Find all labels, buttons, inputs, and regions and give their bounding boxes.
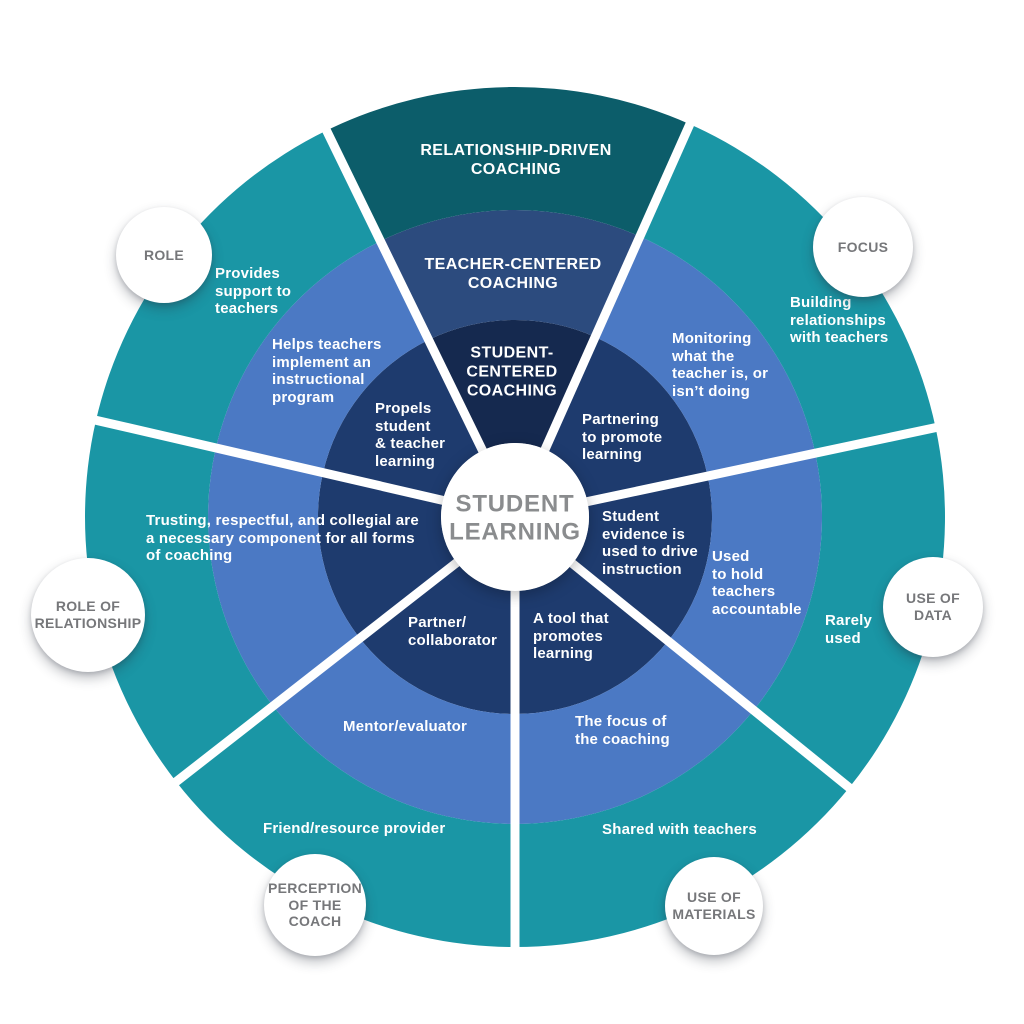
sector-divider: [92, 415, 454, 507]
wheel-sector-use-of-data-outer: [753, 427, 946, 788]
sector-divider: [171, 552, 468, 788]
sector-text-use-of-materials-inner: A tool that promotes learning: [533, 610, 609, 663]
center-label-student-learning: STUDENT LEARNING: [449, 490, 581, 545]
sector-text-focus-inner: Partnering to promote learning: [582, 411, 663, 464]
sector-text-use-of-materials-outer: Shared with teachers: [602, 821, 757, 838]
sector-text-role-outer: Provides support to teachers: [215, 265, 292, 318]
sector-divider: [561, 553, 855, 793]
category-badge-perception-of-the-coach: PERCEPTION OF THE COACH: [264, 854, 366, 956]
wheel-sector-perception-of-the-coach-outer: [176, 706, 515, 947]
category-badge-label: PERCEPTION OF THE COACH: [267, 880, 362, 930]
category-badge-use-of-materials: USE OF MATERIALS: [665, 857, 763, 955]
sector-text-use-of-data-outer: Rarely used: [825, 612, 873, 647]
wheel-sector-role-outer: [96, 130, 381, 448]
sector-text-perception-outer: Friend/resource provider: [263, 820, 446, 837]
wheel-sector-focus-outer: [639, 124, 936, 454]
sector-text-perception-inner: Partner/ collaborator: [408, 614, 498, 649]
wheel-sector-role-inner: [323, 339, 483, 501]
wheel-sector-use-of-materials-outer: [515, 710, 850, 948]
category-badge-use-of-data: USE OF DATA: [883, 557, 983, 657]
wheel-sector-use-of-data-inner: [572, 476, 713, 641]
wheel-sector-relationship-driven-outer: [326, 87, 690, 242]
category-badge-label: USE OF MATERIALS: [672, 889, 756, 922]
wheel-sector-perception-of-the-coach-inner: [359, 562, 515, 714]
wheel-sector-role-middle: [215, 241, 429, 473]
category-badge-label: USE OF DATA: [906, 590, 960, 623]
sector-text-role-middle: Helps teachers implement an instructiona…: [272, 336, 382, 407]
category-badge-role-of-relationship: ROLE OF RELATIONSHIP: [31, 558, 145, 672]
sector-divider: [321, 125, 491, 462]
wheel-sector-role-of-relationship-inner: [317, 472, 457, 639]
sector-text-use-of-data-inner: Student evidence is used to drive instru…: [602, 508, 698, 579]
wheel-sector-role-of-relationship-middle: [208, 447, 360, 706]
wheel-sector-role-of-relationship-outer: [85, 420, 274, 782]
wheel-sector-relationship-driven-middle: [380, 209, 640, 340]
wheel-sector-use-of-data-middle: [668, 453, 823, 711]
ring-title-student-centered-coaching: STUDENT- CENTERED COACHING: [466, 344, 558, 400]
category-badge-label: ROLE OF RELATIONSHIP: [34, 598, 142, 631]
sector-text-use-of-data-middle: Used to hold teachers accountable: [712, 548, 802, 619]
category-badge-focus: FOCUS: [813, 197, 913, 297]
sector-text-focus-outer: Building relationships with teachers: [790, 294, 889, 347]
wheel-sector-focus-middle: [595, 236, 816, 476]
ring-title-relationship-driven-coaching: RELATIONSHIP-DRIVEN COACHING: [420, 142, 612, 178]
category-badge-label: FOCUS: [837, 238, 889, 255]
sector-text-perception-middle: Mentor/evaluator: [343, 718, 468, 735]
center-circle: [441, 443, 589, 591]
wheel-sector-use-of-materials-middle: [515, 641, 754, 824]
category-badge-label: ROLE: [143, 246, 185, 263]
sector-text-use-of-materials-middle: The focus of the coaching: [575, 713, 670, 748]
sector-text-role-of-relationship-note: Trusting, respectful, and collegial are …: [146, 512, 419, 565]
sector-divider: [576, 422, 940, 509]
sector-divider: [536, 119, 696, 461]
sector-text-role-inner: Propels student & teacher learning: [375, 400, 446, 471]
ring-title-teacher-centered-coaching: TEACHER-CENTERED COACHING: [424, 256, 602, 292]
category-badge-role: ROLE: [116, 207, 212, 303]
wheel-sector-focus-inner: [545, 337, 708, 502]
sector-text-focus-middle: Monitoring what the teacher is, or isn’t…: [672, 330, 769, 401]
wheel-sector-perception-of-the-coach-middle: [273, 638, 515, 824]
wheel-sector-use-of-materials-inner: [515, 563, 669, 714]
